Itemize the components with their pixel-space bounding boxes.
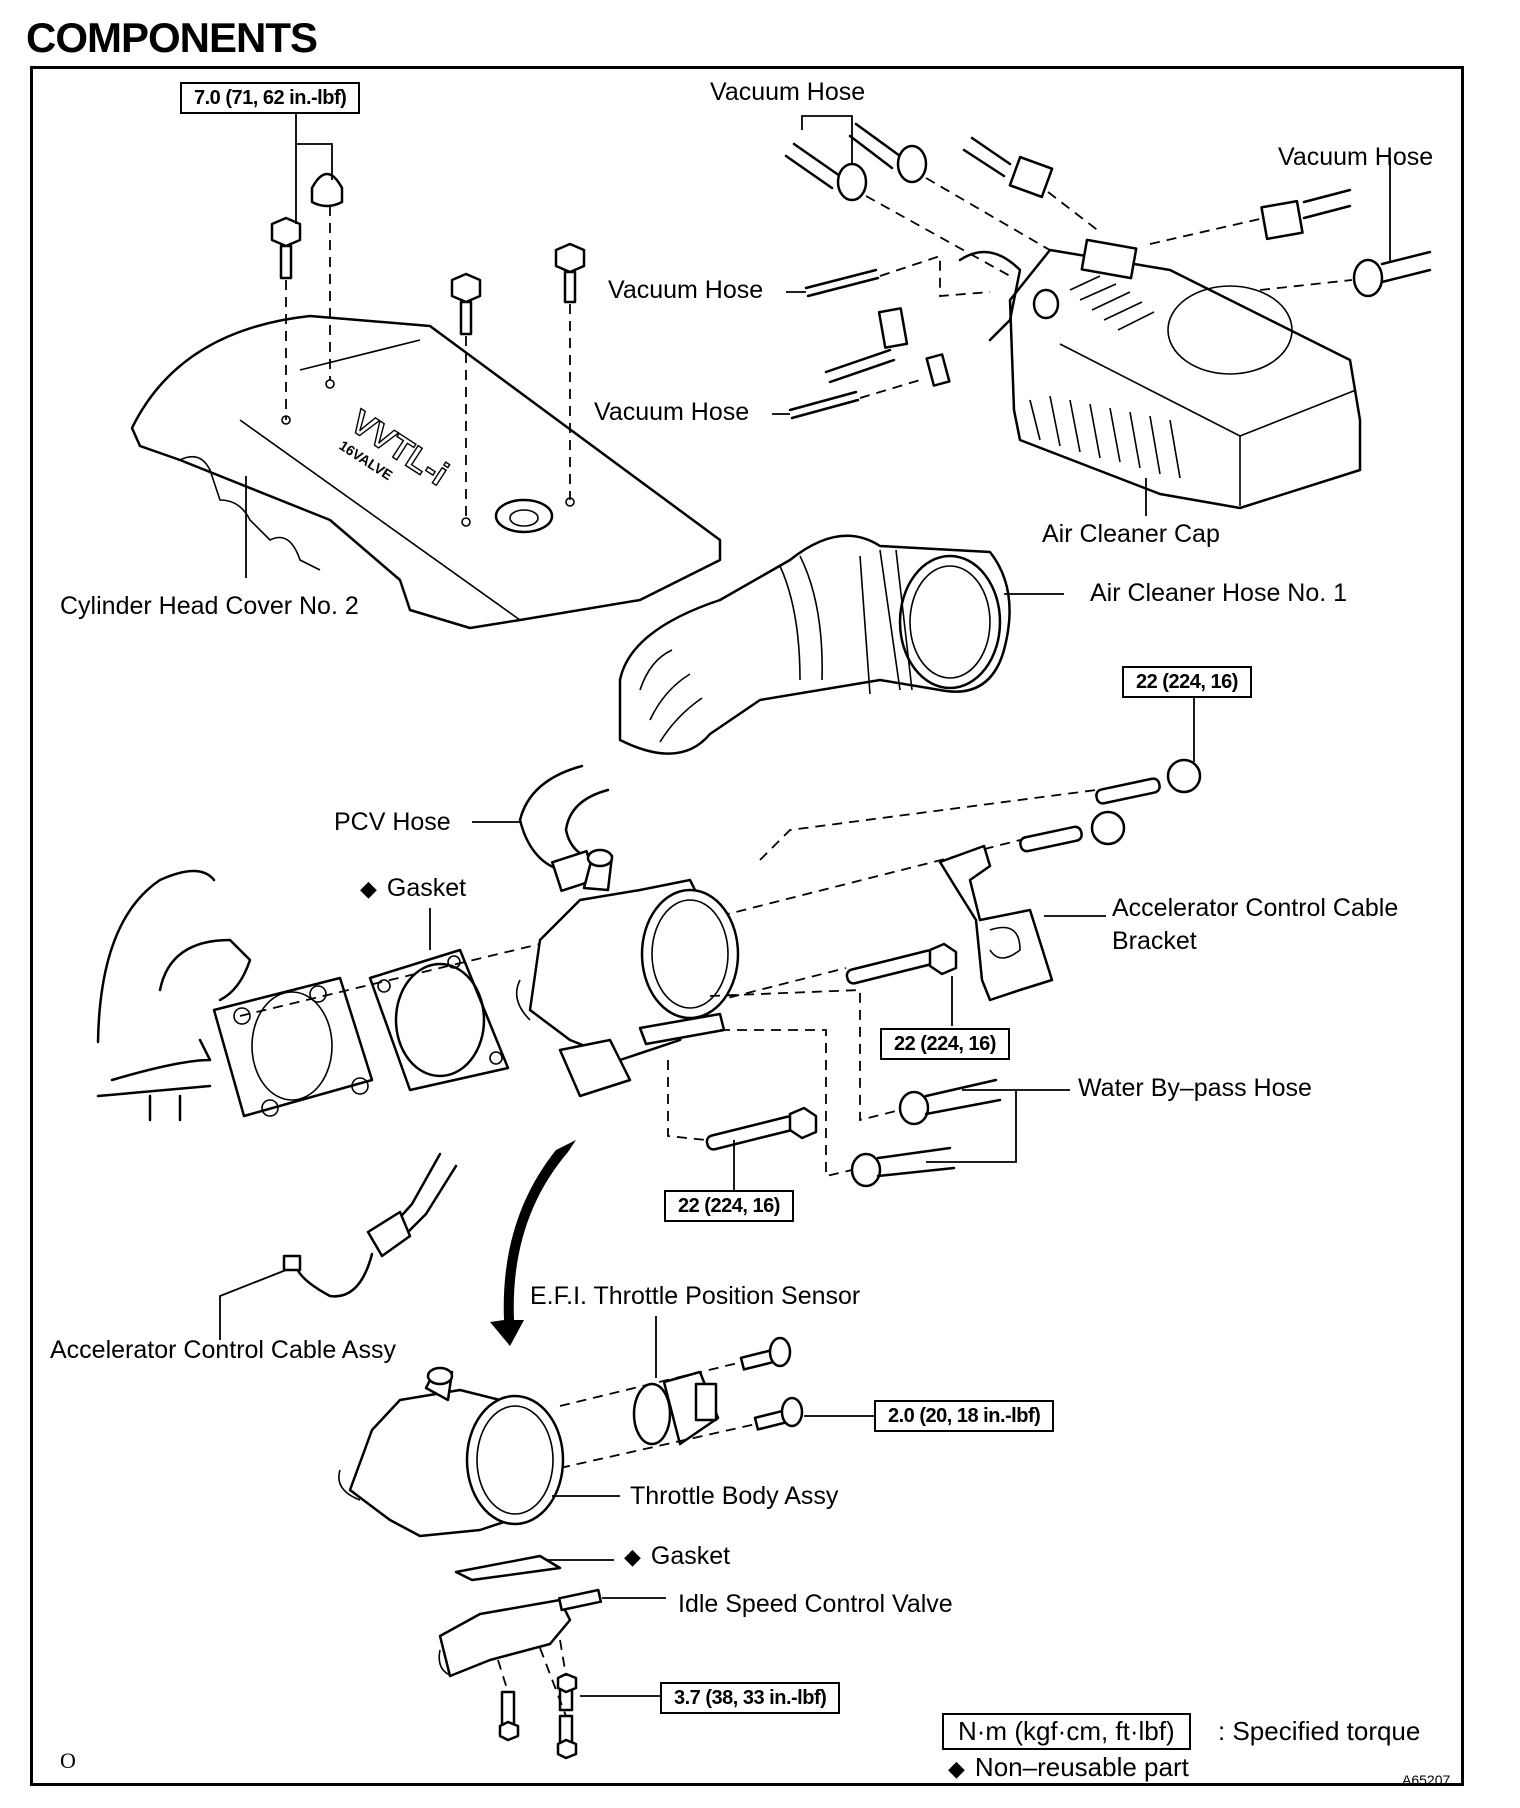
water-bypass-hose-2 [850,1146,956,1188]
page-marker: O [60,1748,76,1773]
label-throttle-body: Throttle Body Assy [630,1482,839,1510]
label-vacuum-hose-top: Vacuum Hose [710,78,866,106]
idle-speed-control-valve [438,1588,603,1678]
accelerator-bracket-line1: Accelerator Control Cable [1112,894,1399,922]
tps-screw-2 [753,1396,804,1431]
non-reusable-diamond-icon: ◆ [948,1756,965,1781]
label-vacuum-hose-lower: Vacuum Hose [594,398,750,426]
label-gasket-upper: ◆ Gasket [360,876,466,901]
throttle-body-lower [338,1366,565,1538]
legend-non-reusable: ◆ Non–reusable part [948,1754,1189,1780]
throttle-body-upper [515,848,740,1098]
label-vacuum-hose-right: Vacuum Hose [1278,143,1434,171]
tps-screw-1 [739,1336,792,1371]
label-tps: E.F.I. Throttle Position Sensor [530,1282,861,1310]
label-cylinder-head-cover: Cylinder Head Cover No. 2 [60,592,359,620]
bracket-bolt [845,942,958,985]
pcv-hose [518,764,610,893]
diagram-frame [30,66,1464,1786]
legend-torque-meaning: : Specified torque [1218,1716,1421,1746]
legend-non-reusable-text: Non–reusable part [974,1752,1189,1782]
gasket-lower-text: Gasket [650,1542,731,1570]
cover-bolt-2 [450,272,482,336]
label-accelerator-cable-assy: Accelerator Control Cable Assy [50,1336,396,1364]
torque-lower-bolt: 22 (224, 16) [664,1190,794,1222]
air-cleaner-hose [618,534,1011,755]
cover-nut-1 [310,172,344,208]
throttle-lower-bolt [705,1106,818,1151]
vacuum-hose-group-top [784,122,1432,298]
label-iscv: Idle Speed Control Valve [678,1590,953,1618]
torque-tps-screws: 2.0 (20, 18 in.-lbf) [874,1400,1055,1432]
gasket-upper-text: Gasket [386,874,467,902]
label-gasket-lower: ◆ Gasket [624,1544,730,1569]
page-title: COMPONENTS [26,14,318,61]
cover-bolt-1 [270,216,302,280]
iscv-bolt-3 [556,1714,578,1760]
gasket-upper [368,948,510,1092]
legend-torque-units: N·m (kgf·cm, ft·lbf) [942,1713,1191,1750]
vacuum-hose-mid [804,268,880,298]
label-vacuum-hose-mid: Vacuum Hose [608,276,764,304]
label-pcv-hose: PCV Hose [334,808,451,836]
intake-manifold [96,869,374,1122]
throttle-position-sensor [632,1370,720,1446]
figure-id: A65207 [1402,1772,1451,1788]
torque-stud-nuts: 22 (224, 16) [1122,666,1252,698]
direction-arrow [490,1140,576,1346]
air-cleaner-cap [958,238,1362,510]
stud-nut-upper [1095,758,1202,805]
torque-iscv-bolts: 3.7 (38, 33 in.-lbf) [660,1682,841,1714]
torque-bracket-bolt: 22 (224, 16) [880,1028,1010,1060]
non-reusable-diamond-icon: ◆ [624,1544,641,1569]
iscv-bolt-1 [498,1690,520,1742]
accelerator-bracket-line2: Bracket [1112,926,1197,955]
iscv-bolt-2 [556,1672,578,1712]
gasket-lower [454,1554,562,1582]
label-water-bypass-hose: Water By–pass Hose [1078,1074,1312,1102]
vacuum-hose-lower [788,390,860,420]
torque-cover-bolts: 7.0 (71, 62 in.-lbf) [180,82,361,114]
accelerator-cable-assy [282,1152,458,1298]
stud-nut-lower [1019,810,1126,853]
label-air-cleaner-hose: Air Cleaner Hose No. 1 [1090,579,1348,607]
accelerator-cable-bracket [938,844,1054,1002]
label-air-cleaner-cap: Air Cleaner Cap [1042,520,1220,548]
non-reusable-diamond-icon: ◆ [360,876,377,901]
cover-bolt-3 [554,242,586,304]
cylinder-head-cover: VVTL-i 16VALVE [130,314,722,630]
water-bypass-hose-1 [898,1078,1002,1126]
